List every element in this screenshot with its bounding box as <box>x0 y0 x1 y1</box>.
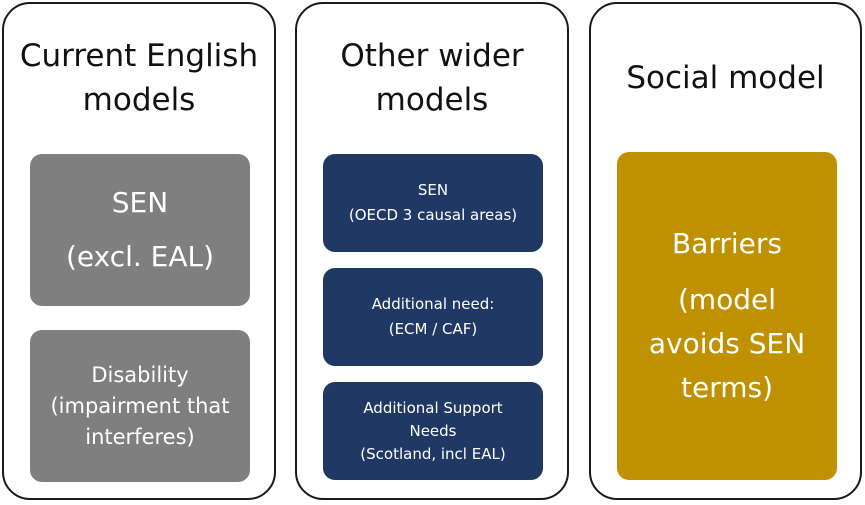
box-text-line: Additional Support <box>363 398 503 417</box>
box-text-line: (excl. EAL) <box>65 240 215 273</box>
column-title: Other wider models <box>297 34 567 122</box>
column-title-line: models <box>375 82 489 118</box>
box-text-line: (model <box>677 283 777 316</box>
column-social-model: Social model Barriers (model avoids SEN … <box>589 2 862 500</box>
box-disability: Disability (impairment that interferes) <box>30 330 250 482</box>
column-title-line: Other wider <box>340 38 524 74</box>
column-title: Social model <box>591 56 860 100</box>
box-barriers: Barriers (model avoids SEN terms) <box>617 152 837 480</box>
column-current-english-models: Current English models SEN (excl. EAL) D… <box>2 2 276 500</box>
box-additional-support-needs: Additional Support Needs (Scotland, incl… <box>323 382 543 480</box>
column-title: Current English models <box>4 34 274 122</box>
box-text-line: interferes) <box>85 424 195 449</box>
box-text-line: (ECM / CAF) <box>388 320 478 338</box>
column-title-line: models <box>82 82 196 118</box>
box-text-line: avoids SEN <box>648 327 806 360</box>
box-additional-need: Additional need: (ECM / CAF) <box>323 268 543 366</box>
box-text-line: Additional need: <box>371 295 495 313</box>
box-text-line: SEN <box>417 181 449 199</box>
box-text-line: SEN <box>111 186 169 219</box>
column-title-line: Current English <box>19 38 259 74</box>
box-sen-excl-eal: SEN (excl. EAL) <box>30 154 250 306</box>
box-text-line: (impairment that <box>50 393 230 418</box>
column-other-wider-models: Other wider models SEN (OECD 3 causal ar… <box>295 2 569 500</box>
box-text-line: terms) <box>680 371 773 404</box>
box-text-line: (OECD 3 causal areas) <box>348 206 518 224</box>
box-text-line: Barriers <box>671 227 782 260</box>
box-text-line: Disability <box>91 362 189 387</box>
column-title-line: Social model <box>626 60 825 96</box>
box-sen-oecd: SEN (OECD 3 causal areas) <box>323 154 543 252</box>
box-text-line: Needs <box>409 421 457 440</box>
box-text-line: (Scotland, incl EAL) <box>360 444 506 463</box>
